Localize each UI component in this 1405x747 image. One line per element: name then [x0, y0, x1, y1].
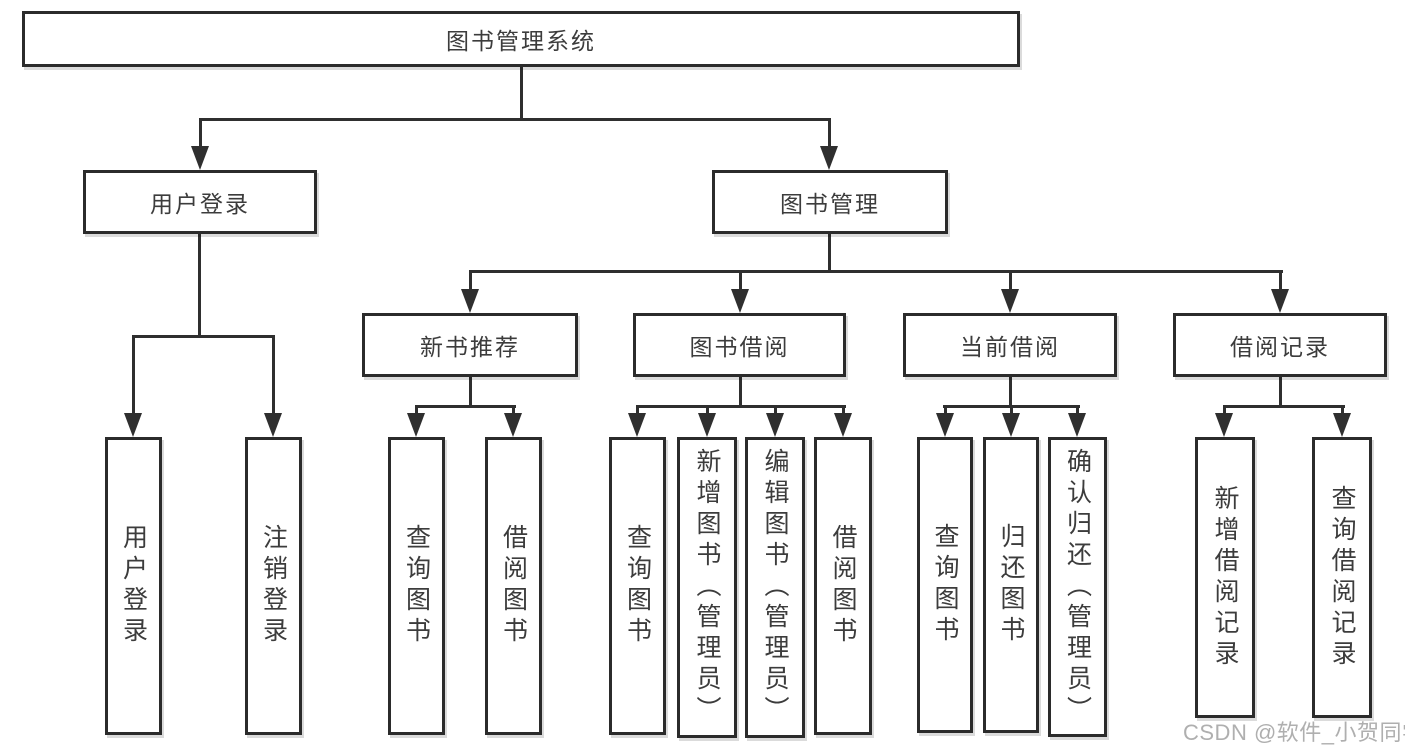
arrowhead-down-icon	[820, 146, 838, 170]
connector-vline	[944, 405, 947, 416]
arrowhead-down-icon	[936, 413, 954, 437]
node-book-management-label: 图书管理	[780, 191, 880, 217]
leaf-query-books: 查询图书	[917, 437, 973, 733]
leaf-label: 用户登录	[119, 524, 148, 648]
leaf-confirm-return-admin: 确认归还（管理员）	[1048, 437, 1107, 737]
connector-vline	[1341, 405, 1344, 416]
leaf-label: 借阅图书	[829, 524, 857, 648]
leaf-label: 确认归还（管理员）	[1063, 447, 1092, 727]
connector-vline	[842, 405, 845, 416]
leaf-label: 编辑图书（管理员）	[761, 448, 789, 727]
connector-vline	[739, 377, 742, 408]
connector-vline	[199, 118, 202, 148]
leaf-label: 新增图书（管理员）	[693, 448, 721, 727]
connector-vline	[706, 405, 709, 416]
node-new-book-recommend: 新书推荐	[362, 313, 578, 377]
leaf-label: 查询借阅记录	[1328, 484, 1356, 671]
arrowhead-down-icon	[264, 413, 282, 437]
node-borrow-records: 借阅记录	[1173, 313, 1387, 377]
connector-hline	[469, 270, 1283, 273]
arrowhead-down-icon	[124, 413, 142, 437]
arrowhead-down-icon	[1002, 413, 1020, 437]
node-user-login-label: 用户登录	[150, 191, 250, 217]
arrowhead-down-icon	[1001, 289, 1019, 313]
connector-vline	[828, 234, 831, 273]
connector-vline	[469, 270, 472, 292]
connector-vline	[1009, 270, 1012, 292]
leaf-label: 注销登录	[259, 524, 288, 648]
connector-vline	[828, 118, 831, 148]
node-book-borrow-label: 图书借阅	[689, 334, 790, 360]
node-new-book-recommend-label: 新书推荐	[420, 334, 520, 360]
connector-vline	[520, 67, 523, 121]
leaf-label: 借阅图书	[499, 524, 528, 648]
connector-vline	[512, 405, 515, 416]
node-root-label: 图书管理系统	[446, 28, 596, 54]
connector-hline	[415, 405, 516, 408]
connector-vline	[469, 377, 472, 408]
connector-vline	[1076, 405, 1079, 416]
connector-hline	[1223, 405, 1345, 408]
arrowhead-down-icon	[191, 146, 209, 170]
leaf-borrow-books: 借阅图书	[485, 437, 542, 735]
arrowhead-down-icon	[504, 413, 522, 437]
leaf-logout: 注销登录	[245, 437, 302, 735]
arrowhead-down-icon	[698, 413, 716, 437]
leaf-edit-books-admin: 编辑图书（管理员）	[745, 437, 805, 738]
connector-vline	[198, 234, 201, 337]
connector-vline	[636, 405, 639, 416]
connector-vline	[272, 335, 275, 415]
leaf-label: 查询图书	[402, 524, 431, 648]
arrowhead-down-icon	[628, 413, 646, 437]
connector-hline	[199, 118, 831, 121]
node-current-borrow-label: 当前借阅	[960, 334, 1060, 360]
leaf-label: 查询图书	[623, 524, 652, 648]
connector-vline	[1223, 405, 1226, 416]
leaf-user-login: 用户登录	[105, 437, 162, 735]
arrowhead-down-icon	[731, 289, 749, 313]
leaf-query-books: 查询图书	[609, 437, 666, 735]
connector-vline	[1009, 377, 1012, 408]
arrowhead-down-icon	[407, 413, 425, 437]
arrowhead-down-icon	[1333, 413, 1351, 437]
arrowhead-down-icon	[766, 413, 784, 437]
node-current-borrow: 当前借阅	[903, 313, 1117, 377]
connector-vline	[1279, 377, 1282, 408]
leaf-add-borrow-record: 新增借阅记录	[1195, 437, 1255, 718]
connector-hline	[636, 405, 846, 408]
connector-vline	[1010, 405, 1013, 416]
connector-vline	[1279, 270, 1282, 292]
leaf-return-books: 归还图书	[983, 437, 1039, 733]
node-borrow-records-label: 借阅记录	[1230, 334, 1330, 360]
csdn-watermark: CSDN @软件_小贺同学	[1183, 720, 1405, 745]
arrowhead-down-icon	[834, 413, 852, 437]
connector-vline	[739, 270, 742, 292]
node-book-borrow: 图书借阅	[633, 313, 846, 377]
connector-vline	[132, 335, 135, 415]
leaf-borrow-books: 借阅图书	[814, 437, 872, 735]
leaf-label: 归还图书	[997, 523, 1025, 647]
arrowhead-down-icon	[461, 289, 479, 313]
connector-vline	[774, 405, 777, 416]
leaf-label: 新增借阅记录	[1211, 484, 1239, 671]
leaf-query-books: 查询图书	[388, 437, 445, 735]
leaf-label: 查询图书	[931, 523, 959, 647]
arrowhead-down-icon	[1271, 289, 1289, 313]
leaf-add-books-admin: 新增图书（管理员）	[677, 437, 737, 738]
connector-vline	[415, 405, 418, 416]
connector-hline	[132, 335, 275, 338]
arrowhead-down-icon	[1068, 413, 1086, 437]
node-user-login: 用户登录	[83, 170, 317, 234]
leaf-query-borrow-record: 查询借阅记录	[1312, 437, 1372, 718]
node-book-management: 图书管理	[712, 170, 948, 234]
node-root: 图书管理系统	[22, 11, 1020, 67]
arrowhead-down-icon	[1215, 413, 1233, 437]
